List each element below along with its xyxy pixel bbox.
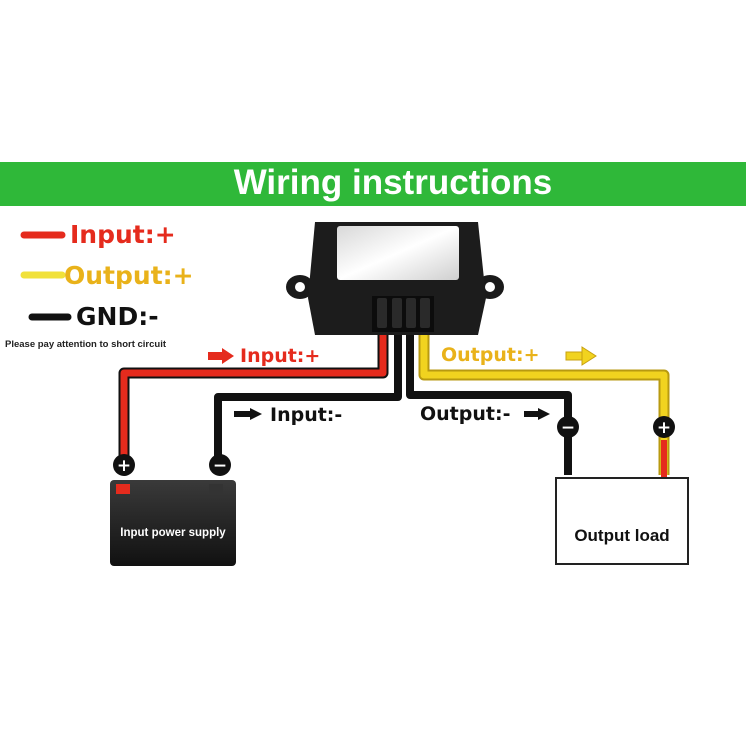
title-banner <box>0 162 746 206</box>
module-label-plate <box>337 226 459 280</box>
converter-module <box>286 222 504 335</box>
output-load-label: Output load <box>574 526 669 545</box>
black-input-wire <box>214 322 402 462</box>
power-supply-label: Input power supply <box>120 527 226 539</box>
output-plus-label: Output:+ <box>441 344 540 366</box>
wires <box>118 322 670 478</box>
legend-output-label: Output:+ <box>64 261 194 290</box>
output-minus-arrow <box>524 408 550 420</box>
title-text: Wiring instructions <box>234 163 553 202</box>
input-plus-label: Input:+ <box>240 345 320 367</box>
svg-text:−: − <box>561 418 575 438</box>
input-power-supply: Input power supply <box>110 480 236 566</box>
output-minus-label: Output:- <box>420 403 510 425</box>
battery-plus-terminal: + <box>113 454 135 476</box>
short-circuit-note: Please pay attention to short circuit <box>5 339 167 350</box>
output-plus-arrow <box>565 346 597 366</box>
output-load: Output load <box>555 477 689 565</box>
svg-text:+: + <box>657 418 671 438</box>
input-minus-label: Input:- <box>270 404 342 426</box>
load-minus-terminal: − <box>557 416 579 438</box>
svg-text:−: − <box>213 456 227 476</box>
load-plus-terminal: + <box>653 416 675 438</box>
input-minus-arrow <box>234 408 262 420</box>
battery-minus-terminal: − <box>209 454 231 476</box>
input-plus-arrow <box>208 348 234 364</box>
legend-gnd-label: GND:- <box>76 302 159 331</box>
legend-input-label: Input:+ <box>70 220 176 249</box>
svg-text:+: + <box>117 456 131 476</box>
